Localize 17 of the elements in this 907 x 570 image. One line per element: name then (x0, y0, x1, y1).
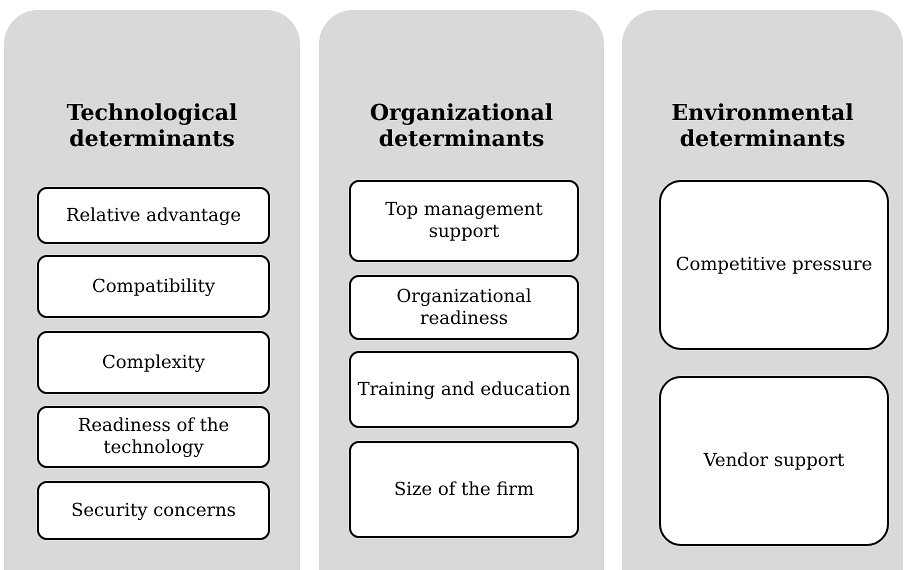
factor-box: Top management support (349, 180, 579, 262)
factor-box: Compatibility (37, 255, 270, 318)
factor-box: Security concerns (37, 481, 270, 540)
panel-heading: Technological determinants (66, 100, 238, 152)
factor-box: Complexity (37, 331, 270, 394)
factor-box: Relative advantage (37, 187, 270, 244)
category-panel (319, 10, 604, 570)
panel-heading: Environmental determinants (670, 100, 855, 152)
factor-box: Competitive pressure (659, 180, 889, 350)
factor-box: Training and education (349, 351, 579, 428)
panel-heading: Organizational determinants (368, 100, 554, 152)
factor-box: Readiness of the technology (37, 406, 270, 468)
category-panel (622, 10, 903, 570)
category-panel (4, 10, 300, 570)
factor-box: Organizational readiness (349, 275, 579, 340)
factor-box: Vendor support (659, 376, 889, 546)
factor-box: Size of the firm (349, 441, 579, 538)
